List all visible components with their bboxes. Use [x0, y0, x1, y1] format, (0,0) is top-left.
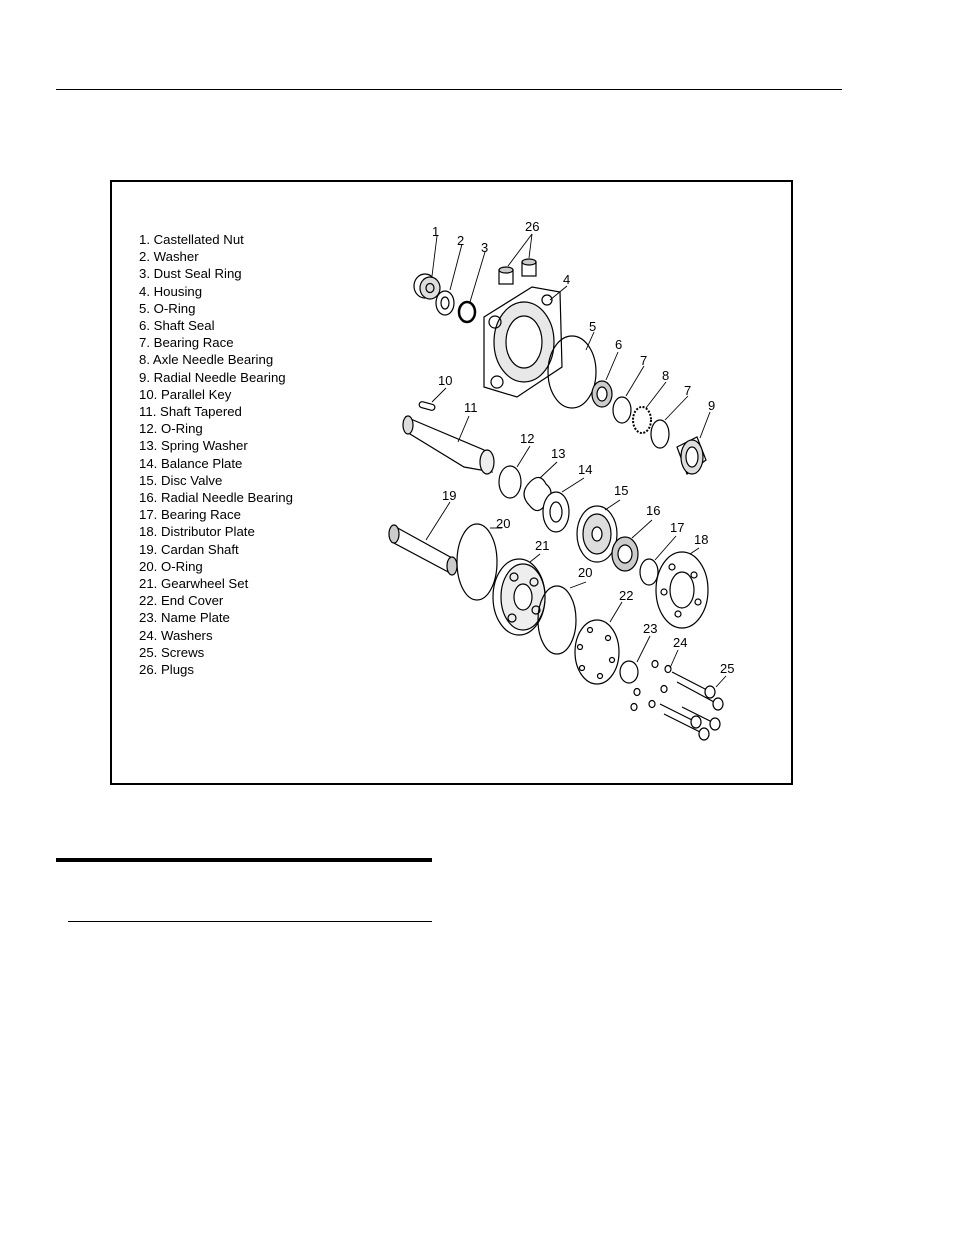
- callout-6: 6: [615, 337, 622, 352]
- legend-item: 10. Parallel Key: [139, 386, 232, 402]
- callout-26: 26: [525, 219, 539, 234]
- callout-3: 3: [481, 240, 488, 255]
- callout-19: 19: [442, 488, 456, 503]
- bearing-race-part: [650, 419, 670, 449]
- callout-7: 7: [640, 353, 647, 368]
- castellated-nut-part: [413, 273, 441, 300]
- legend-item: 19. Cardan Shaft: [139, 541, 239, 557]
- callout-9: 9: [708, 398, 715, 413]
- axle-needle-bearing-part: [632, 406, 652, 434]
- washer-part: [435, 290, 455, 316]
- callout-7: 7: [684, 383, 691, 398]
- end-cover-part: [574, 619, 620, 685]
- legend-item: 5. O-Ring: [139, 300, 196, 316]
- parts-legend: 1. Castellated Nut 2. Washer 3. Dust Sea…: [139, 231, 293, 678]
- legend-item: 4. Housing: [139, 283, 203, 299]
- legend-item: 14. Balance Plate: [139, 455, 243, 471]
- bearing-race-part: [612, 396, 632, 424]
- callout-25: 25: [720, 661, 734, 676]
- legend-item: 21. Gearwheel Set: [139, 576, 249, 592]
- callout-21: 21: [535, 538, 549, 553]
- callout-10: 10: [438, 373, 452, 388]
- legend-item: 6. Shaft Seal: [139, 318, 215, 334]
- motor-exploded-drawing: 1 2 3 26 4 5 6 7 8 7 9 10 11 12 13 14 15…: [388, 219, 734, 741]
- legend-item: 26. Plugs: [139, 662, 194, 678]
- callout-22: 22: [619, 588, 633, 603]
- legend-item: 16. Radial Needle Bearing: [139, 490, 293, 506]
- name-plate-part: [619, 660, 639, 684]
- legend-item: 15. Disc Valve: [139, 472, 223, 488]
- callout-20: 20: [578, 565, 592, 580]
- section-divider-thick: [56, 858, 432, 862]
- bearing-race-part: [639, 558, 659, 586]
- radial-needle-bearing-part: [676, 436, 707, 475]
- washers-part: [630, 659, 672, 712]
- callout-8: 8: [662, 368, 669, 383]
- legend-item: 22. End Cover: [139, 593, 224, 609]
- callout-5: 5: [589, 319, 596, 334]
- callout-15: 15: [614, 483, 628, 498]
- legend-item: 24. Washers: [139, 627, 213, 643]
- legend-item: 9. Radial Needle Bearing: [139, 369, 286, 385]
- legend-item: 8. Axle Needle Bearing: [139, 352, 274, 368]
- dust-seal-ring-part: [457, 300, 477, 324]
- section-divider-thin: [68, 921, 432, 922]
- gearwheel-set-part: [492, 558, 546, 636]
- housing-part: [483, 286, 563, 398]
- screws-part: [659, 671, 724, 741]
- callout-18: 18: [694, 532, 708, 547]
- leader-lines: [425, 233, 727, 688]
- legend-item: 3. Dust Seal Ring: [139, 266, 242, 282]
- legend-item: 13. Spring Washer: [139, 438, 248, 454]
- callout-12: 12: [520, 431, 534, 446]
- shaft-seal-part: [591, 380, 613, 408]
- legend-item: 25. Screws: [139, 644, 205, 660]
- page-header-rule: [56, 89, 842, 90]
- callout-17: 17: [670, 520, 684, 535]
- plugs-part: [498, 258, 537, 285]
- legend-item: 2. Washer: [139, 249, 199, 265]
- legend-item: 17. Bearing Race: [139, 507, 241, 523]
- cardan-shaft-part: [388, 524, 458, 576]
- legend-item: 1. Castellated Nut: [139, 232, 244, 247]
- legend-item: 18. Distributor Plate: [139, 524, 255, 540]
- o-ring-part: [537, 585, 577, 655]
- callout-4: 4: [563, 272, 570, 287]
- callout-1: 1: [432, 224, 439, 239]
- balance-plate-part: [542, 491, 570, 533]
- disc-valve-part: [576, 505, 618, 563]
- callout-13: 13: [551, 446, 565, 461]
- legend-item: 20. O-Ring: [139, 558, 203, 574]
- callout-14: 14: [578, 462, 592, 477]
- o-ring-part: [547, 335, 597, 409]
- callout-16: 16: [646, 503, 660, 518]
- legend-item: 11. Shaft Tapered: [139, 404, 242, 420]
- callout-23: 23: [643, 621, 657, 636]
- o-ring-part: [456, 523, 498, 601]
- distributor-plate-part: [655, 551, 709, 629]
- o-ring-part: [498, 465, 522, 499]
- legend-item: 7. Bearing Race: [139, 335, 234, 351]
- exploded-view-figure: 1. Castellated Nut 2. Washer 3. Dust Sea…: [110, 180, 793, 785]
- shaft-tapered-part: [402, 415, 495, 475]
- legend-item: 12. O-Ring: [139, 421, 203, 437]
- callout-20: 20: [496, 516, 510, 531]
- parallel-key-part: [418, 401, 436, 411]
- radial-needle-bearing-part: [611, 536, 639, 572]
- callout-2: 2: [457, 233, 464, 248]
- callout-11: 11: [464, 400, 478, 415]
- legend-item: 23. Name Plate: [139, 610, 230, 626]
- callout-24: 24: [673, 635, 687, 650]
